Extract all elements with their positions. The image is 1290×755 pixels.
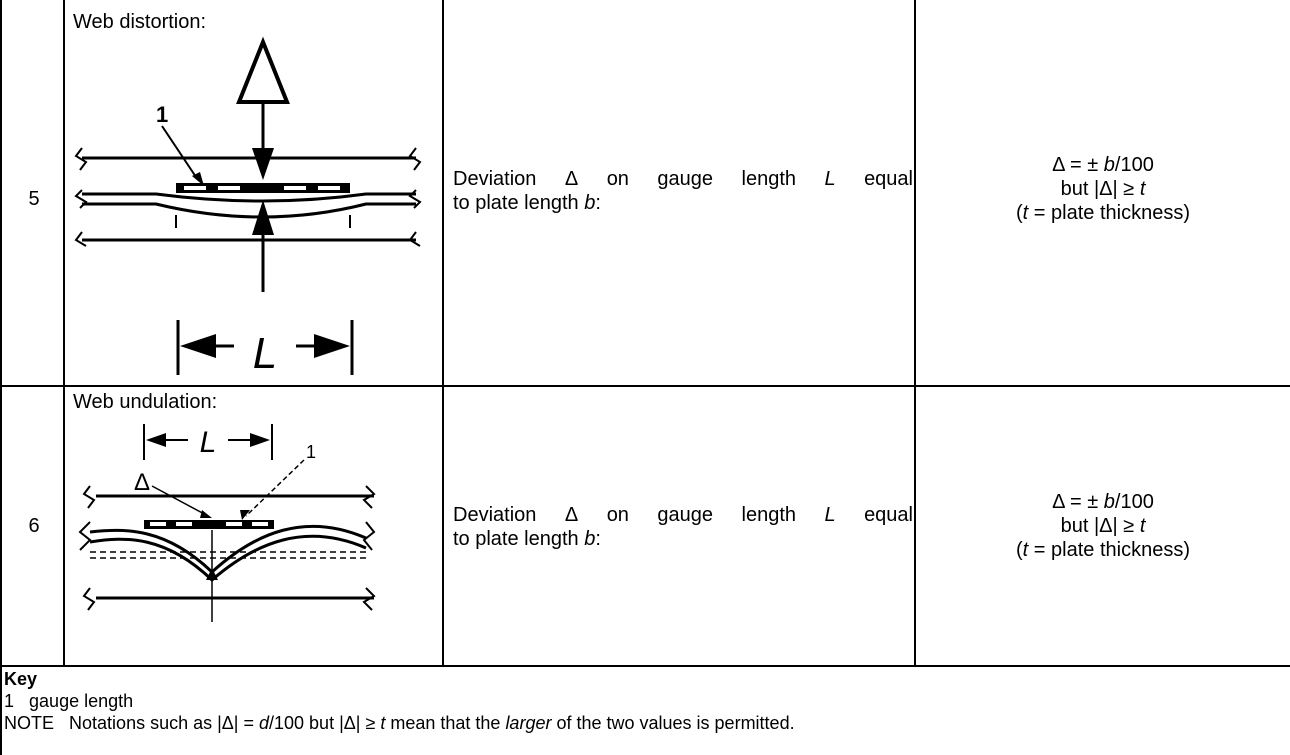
desc-line2: to plate length [453, 192, 585, 214]
desc-word: equal [864, 168, 913, 190]
note-emphasis: larger [505, 713, 552, 733]
column-divider-figure [442, 0, 444, 667]
req-var: t [1022, 539, 1029, 561]
desc-word: gauge [657, 168, 714, 190]
req-var: b [1103, 154, 1115, 176]
note-text: /100 but |Δ| ≥ [269, 713, 381, 733]
note-text: of the two values is permitted. [551, 713, 795, 733]
req-var: b [1103, 491, 1115, 513]
req-text: /100 [1114, 154, 1154, 176]
req-text: but |Δ| ≥ [1060, 178, 1140, 200]
callout-1: 1 [156, 102, 168, 127]
desc-var: b [584, 528, 596, 550]
desc-var: L [824, 168, 836, 190]
callout-1: 1 [306, 442, 316, 462]
column-divider-description [914, 0, 916, 667]
key-heading: Key [4, 669, 38, 689]
desc-var: b [584, 192, 596, 214]
req-var: t [1139, 515, 1146, 537]
desc-line2: to plate length [453, 528, 585, 550]
desc-suffix: : [595, 528, 601, 550]
note-text: mean that the [385, 713, 506, 733]
row-divider-key [0, 665, 1290, 667]
row-description: Deviation Δ on gauge length L equal to p… [453, 503, 913, 551]
desc-word: Δ [564, 168, 579, 190]
desc-word: on [606, 168, 629, 190]
key-item: 1 gauge length [4, 690, 133, 712]
key-item-label: gauge length [29, 691, 134, 711]
table-border-left [0, 0, 2, 755]
desc-suffix: : [595, 192, 601, 214]
desc-word: equal [864, 504, 913, 526]
note-var: d [259, 713, 270, 733]
row-description: Deviation Δ on gauge length L equal to p… [453, 167, 913, 215]
row-divider-5-6 [0, 385, 1290, 387]
desc-var: L [824, 504, 836, 526]
desc-word: length [741, 168, 797, 190]
length-symbol: L [200, 426, 217, 459]
desc-word: gauge [657, 504, 714, 526]
length-symbol: L [253, 329, 277, 378]
desc-word: Deviation [453, 504, 537, 526]
note-text: Notations such as |Δ| = [69, 713, 259, 733]
desc-word: Deviation [453, 168, 537, 190]
note-var: t [380, 713, 386, 733]
desc-word: on [606, 504, 629, 526]
req-text: Δ = ± [1052, 491, 1104, 513]
req-text: but |Δ| ≥ [1060, 515, 1140, 537]
desc-word: Δ [564, 504, 579, 526]
web-distortion-figure: Δ 1 L [74, 36, 422, 378]
row-title: Web undulation: [73, 391, 218, 413]
delta-symbol: Δ [134, 469, 150, 496]
req-var: t [1139, 178, 1146, 200]
req-text: ( [1016, 202, 1023, 224]
row-title: Web distortion: [73, 11, 207, 33]
web-undulation-figure: L Δ 1 [78, 424, 376, 622]
note-label: NOTE [4, 713, 55, 733]
desc-word: length [741, 504, 797, 526]
req-text: /100 [1114, 491, 1154, 513]
row-number: 5 [28, 188, 40, 210]
delta-symbol: Δ [263, 86, 264, 89]
req-var: t [1022, 202, 1029, 224]
column-divider-number [63, 0, 65, 667]
key-note: NOTE Notations such as |Δ| = d/100 but |… [4, 712, 795, 734]
key-item-number: 1 [4, 691, 15, 711]
row-requirement: Δ = ± b/100 but |Δ| ≥ t (t = plate thick… [916, 153, 1290, 225]
row-requirement: Δ = ± b/100 but |Δ| ≥ t (t = plate thick… [916, 490, 1290, 562]
req-text: ( [1016, 539, 1023, 561]
req-text: Δ = ± [1052, 154, 1104, 176]
req-text: = plate thickness) [1028, 539, 1190, 561]
row-number: 6 [28, 515, 40, 537]
req-text: = plate thickness) [1028, 202, 1190, 224]
